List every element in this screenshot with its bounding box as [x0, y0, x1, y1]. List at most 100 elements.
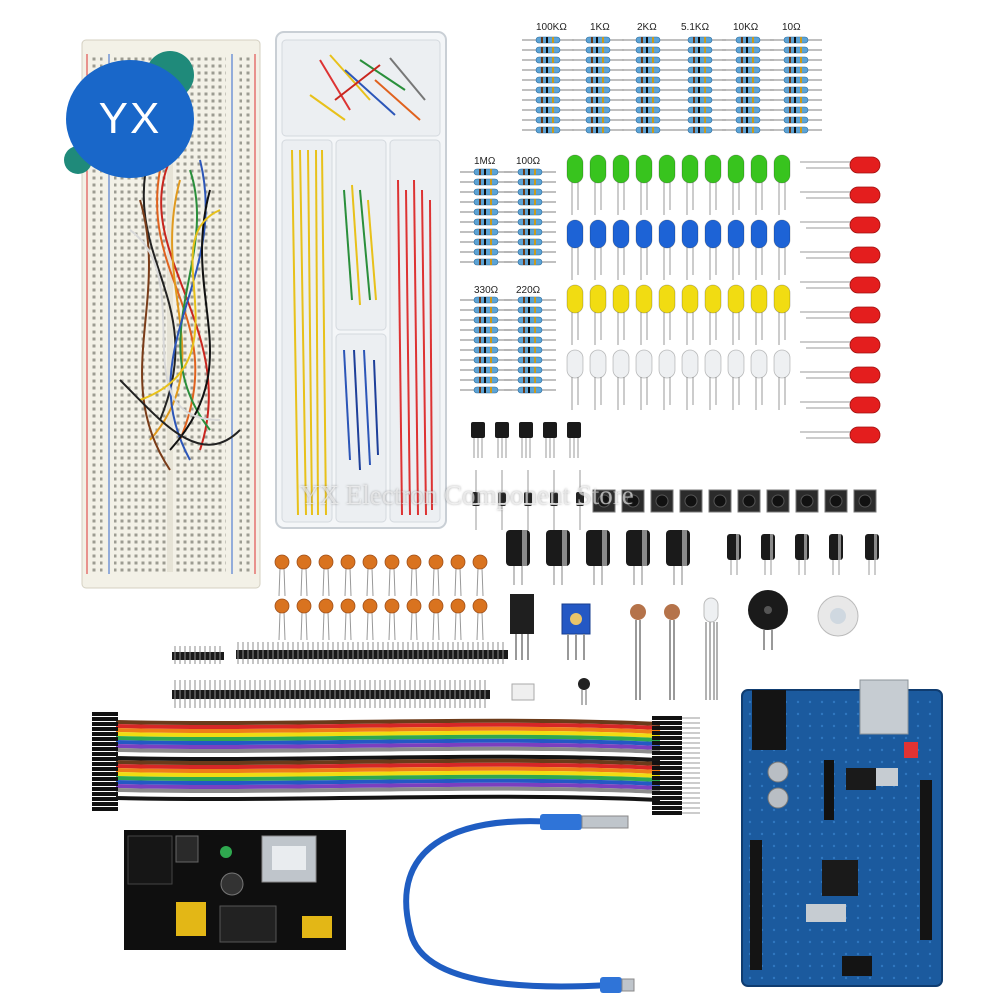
led-blue — [750, 219, 768, 280]
usb-cable — [403, 814, 635, 993]
tactile-switch — [592, 489, 616, 513]
led-assortment — [566, 154, 791, 410]
resistor — [460, 178, 512, 186]
pin-headers — [172, 642, 508, 708]
led-white — [612, 349, 630, 410]
resistor — [674, 46, 726, 54]
tactile-switch — [621, 489, 645, 513]
led-green — [566, 154, 584, 215]
dupont-wire — [115, 754, 661, 762]
electrolytic-capacitor-large — [586, 530, 610, 585]
led-yellow — [727, 284, 745, 345]
led-blue — [589, 219, 607, 280]
resistor — [460, 168, 512, 176]
resistor — [522, 86, 574, 94]
resistor — [460, 356, 512, 364]
resistor — [522, 126, 574, 134]
resistor — [522, 106, 574, 114]
ic-chip — [510, 594, 534, 660]
resistor — [622, 66, 674, 74]
electrolytic-capacitor-large — [666, 530, 690, 585]
led-green — [773, 154, 791, 215]
transistor — [567, 422, 581, 458]
led-yellow — [612, 284, 630, 345]
led-white — [589, 349, 607, 410]
resistor — [674, 56, 726, 64]
resistor — [504, 346, 556, 354]
resistor — [622, 86, 674, 94]
led-green — [612, 154, 630, 215]
resistor — [572, 116, 624, 124]
jumper-wire-box — [275, 31, 447, 529]
electrolytic-capacitor-small — [727, 534, 741, 575]
rgb-led — [703, 597, 719, 700]
resistor — [522, 46, 574, 54]
dupont-wire — [115, 722, 661, 730]
resistor — [572, 126, 624, 134]
breadboard-power-module — [124, 830, 346, 950]
led-yellow — [681, 284, 699, 345]
led-green — [704, 154, 722, 215]
resistor — [460, 258, 512, 266]
diode — [498, 470, 506, 530]
ceramic-capacitor — [296, 554, 312, 597]
photoresistor-pair — [630, 604, 680, 700]
dupont-wire — [115, 750, 661, 758]
led-blue — [612, 219, 630, 280]
led-red — [800, 426, 881, 444]
resistor — [504, 366, 556, 374]
optocoupler — [511, 683, 535, 701]
resistor — [460, 386, 512, 394]
resistor — [460, 326, 512, 334]
resistor — [460, 238, 512, 246]
led-red — [800, 336, 881, 354]
resistor-value-label: 330Ω — [474, 285, 499, 296]
resistor — [674, 86, 726, 94]
led-blue — [635, 219, 653, 280]
resistor-value-label: 2KΩ — [637, 22, 657, 33]
tactile-switch — [795, 489, 819, 513]
resistor — [572, 36, 624, 44]
dupont-wire — [115, 746, 661, 754]
transistor — [495, 422, 509, 458]
ceramic-capacitor — [274, 554, 290, 597]
dupont-connectors-right — [652, 716, 700, 815]
led-red — [800, 156, 881, 174]
resistor — [622, 116, 674, 124]
led-white — [658, 349, 676, 410]
electrolytic-capacitor-row — [506, 530, 879, 585]
resistor — [572, 96, 624, 104]
dupont-wire — [115, 734, 661, 742]
electrolytic-capacitor-large — [546, 530, 570, 585]
resistor — [770, 46, 822, 54]
transistor — [519, 422, 533, 458]
led-green — [727, 154, 745, 215]
ceramic-capacitor — [428, 598, 444, 641]
resistor — [522, 66, 574, 74]
led-red — [800, 306, 881, 324]
dupont-wire — [115, 778, 661, 786]
resistor — [504, 376, 556, 384]
tactile-switch — [650, 489, 674, 513]
dupont-wire — [115, 718, 661, 726]
resistor — [722, 76, 774, 84]
resistor — [770, 106, 822, 114]
resistor — [460, 198, 512, 206]
resistor — [674, 76, 726, 84]
resistor — [460, 218, 512, 226]
electrolytic-capacitor-large — [626, 530, 650, 585]
dupont-wire — [115, 770, 661, 778]
led-yellow — [566, 284, 584, 345]
resistor — [522, 76, 574, 84]
led-white — [681, 349, 699, 410]
resistor — [674, 36, 726, 44]
resistor — [504, 258, 556, 266]
ceramic-capacitor — [450, 598, 466, 641]
resistor — [722, 66, 774, 74]
resistor — [770, 36, 822, 44]
dupont-wire — [115, 790, 661, 798]
transistor — [543, 422, 557, 458]
ceramic-capacitor — [384, 598, 400, 641]
resistor — [770, 126, 822, 134]
ceramic-capacitor — [450, 554, 466, 597]
